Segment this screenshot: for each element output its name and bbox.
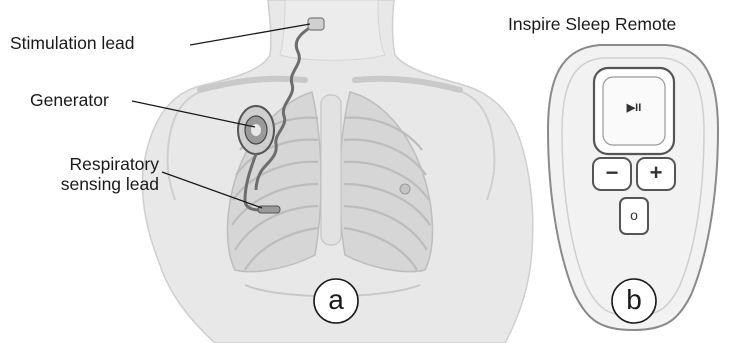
play-pause-icon: ▶II <box>620 101 648 115</box>
sternum <box>321 95 341 245</box>
remote-marker <box>400 184 410 194</box>
generator-device <box>238 106 274 154</box>
stimulation-cuff <box>308 18 324 30</box>
generator-label: Generator <box>30 90 109 110</box>
panel-a-badge: a <box>324 285 348 315</box>
panel-b-badge: b <box>622 285 646 315</box>
panel-b-title: Inspire Sleep Remote <box>508 14 676 34</box>
stimulation-lead-label: Stimulation lead <box>10 33 135 53</box>
plus-icon: + <box>637 161 675 185</box>
power-icon: o <box>620 206 648 224</box>
neck <box>280 0 385 60</box>
minus-icon: − <box>593 161 631 185</box>
sensing-tip <box>258 206 280 213</box>
respiratory-sensing-lead-label: Respiratory sensing lead <box>9 154 159 194</box>
